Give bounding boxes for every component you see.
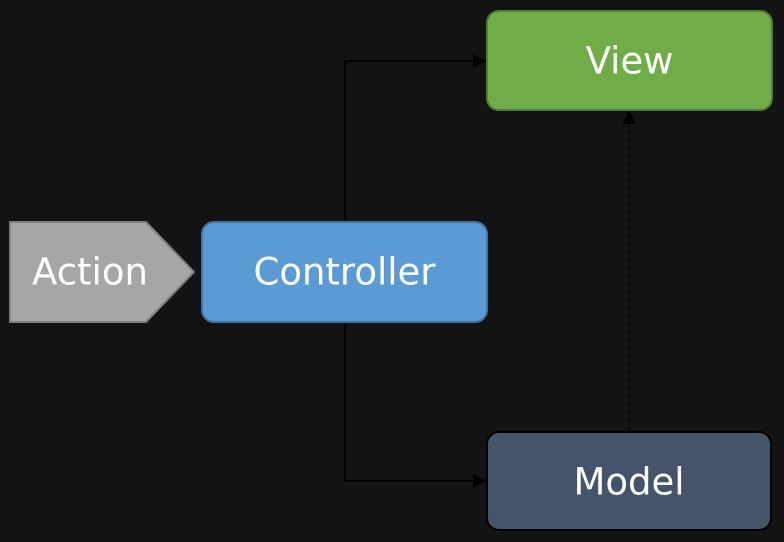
controller-node: Controller — [201, 221, 488, 323]
view-label: View — [586, 40, 674, 83]
action-label: Action — [32, 251, 148, 294]
model-label: Model — [573, 461, 684, 504]
model-node: Model — [486, 431, 772, 531]
controller-to-model-connector — [344, 322, 487, 488]
action-shape — [9, 221, 196, 323]
controller-to-view-connector — [344, 54, 487, 222]
controller-shape — [201, 221, 488, 323]
action-node: Action — [9, 221, 196, 323]
view-node: View — [486, 10, 773, 111]
model-shape — [486, 431, 772, 531]
view-shape — [486, 10, 773, 111]
controller-label: Controller — [253, 251, 436, 294]
